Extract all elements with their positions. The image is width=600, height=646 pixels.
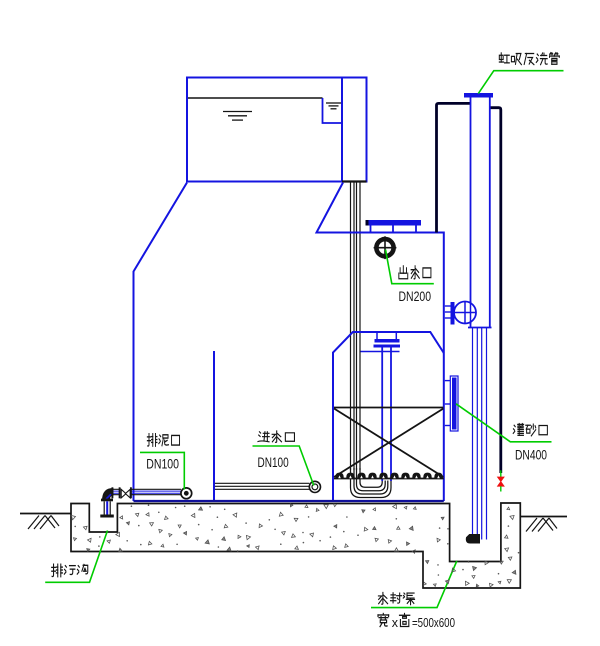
svg-text:x: x	[392, 616, 399, 630]
svg-text:DN100: DN100	[258, 455, 289, 470]
svg-text:=500x600: =500x600	[412, 615, 455, 630]
svg-text:DN400: DN400	[515, 448, 547, 463]
svg-text:DN200: DN200	[399, 289, 432, 304]
svg-text:DN100: DN100	[146, 457, 179, 472]
